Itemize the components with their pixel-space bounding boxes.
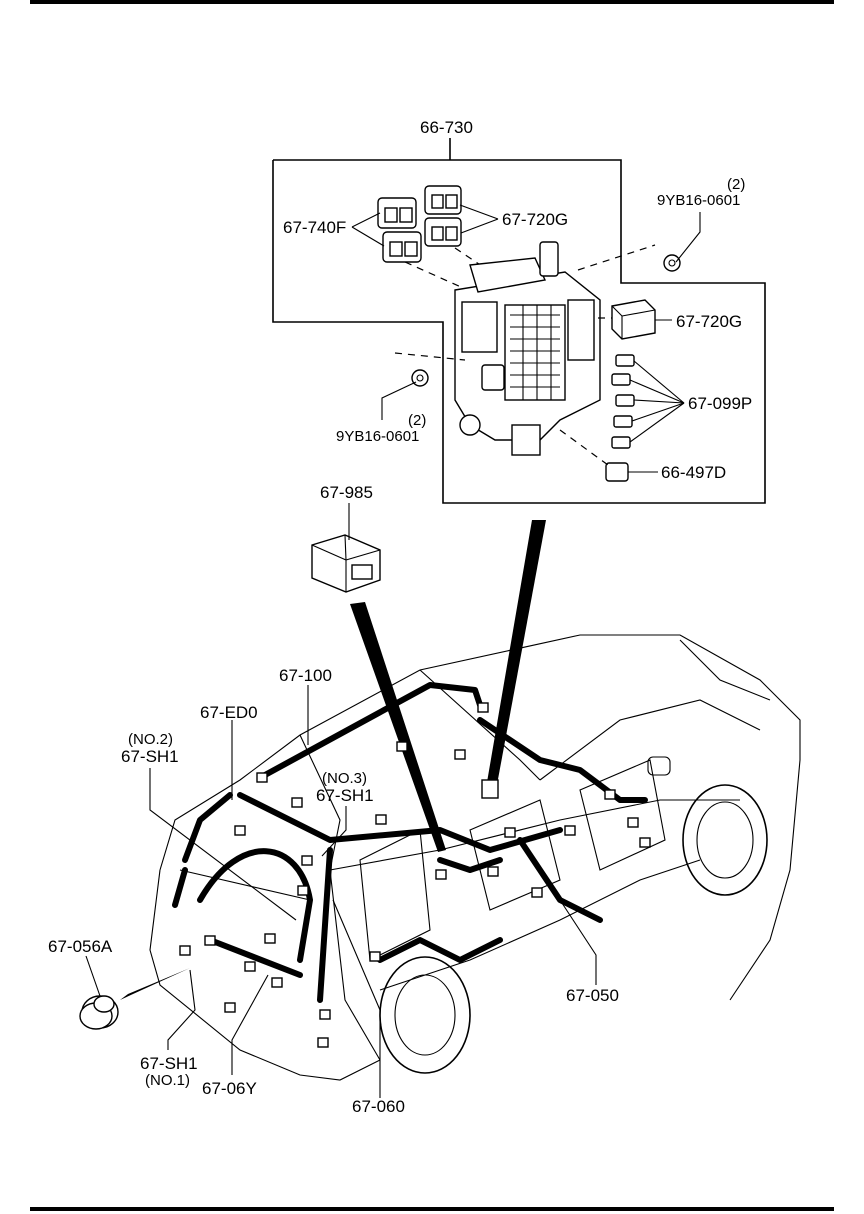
relay-740f-icon <box>377 197 422 263</box>
fuse-box-callout-frame <box>272 138 766 504</box>
label-67-sh1-no1: 67-SH1 <box>140 1054 198 1073</box>
harness-routing <box>172 682 648 1003</box>
label-no2-tag: (NO.2) <box>128 731 173 748</box>
fuse-099p-icon <box>611 354 635 449</box>
label-67-sh1-no2: 67-SH1 <box>121 747 179 766</box>
label-67-740f: 67-740F <box>283 218 346 237</box>
label-67-056a: 67-056A <box>48 937 113 956</box>
pointer-wedge-grommet <box>120 968 190 1000</box>
label-67-720g-right: 67-720G <box>676 312 742 331</box>
relay-720g-right-icon <box>611 299 656 340</box>
label-no1-tag: (NO.1) <box>145 1072 190 1089</box>
label-nut-top: 9YB16-0601 <box>657 192 740 209</box>
label-67-100: 67-100 <box>279 666 332 685</box>
connector-985-icon <box>311 534 381 593</box>
pointer-wedge-junction <box>486 520 546 790</box>
top-rule <box>30 0 834 4</box>
label-nut-top-qty: (2) <box>727 176 745 193</box>
label-66-497d: 66-497D <box>661 463 726 482</box>
label-no3-tag: (NO.3) <box>322 770 367 787</box>
label-nut-left-qty: (2) <box>408 412 426 429</box>
rear-wheel-icon <box>379 956 471 1074</box>
label-67-099p: 67-099P <box>688 394 752 413</box>
label-67-050: 67-050 <box>566 986 619 1005</box>
nut-left-icon <box>411 369 429 387</box>
nut-top-icon <box>663 254 681 272</box>
relay-720g-icon <box>424 185 462 247</box>
label-67-sh1-no3: 67-SH1 <box>316 786 374 805</box>
label-67-985: 67-985 <box>320 483 373 502</box>
bottom-rule <box>30 1207 834 1211</box>
junction-box-icon <box>454 241 601 456</box>
vehicle-body <box>149 634 801 1081</box>
part-labels: 66-730 67-740F 67-720G 67-720G 67-099P 6… <box>48 118 752 1116</box>
harness-connectors <box>179 702 651 1048</box>
label-66-730: 66-730 <box>420 118 473 137</box>
label-67-720g-top: 67-720G <box>502 210 568 229</box>
label-nut-left: 9YB16-0601 <box>336 428 419 445</box>
label-67-060: 67-060 <box>352 1097 405 1116</box>
label-67-06y: 67-06Y <box>202 1079 257 1098</box>
pointer-wedge-985 <box>350 602 446 852</box>
label-67-ed0: 67-ED0 <box>200 703 258 722</box>
leader-lines <box>149 685 597 1098</box>
grommet-056a-icon <box>79 995 119 1030</box>
fuse-puller-icon <box>605 462 629 482</box>
front-wheel-icon <box>682 784 768 896</box>
